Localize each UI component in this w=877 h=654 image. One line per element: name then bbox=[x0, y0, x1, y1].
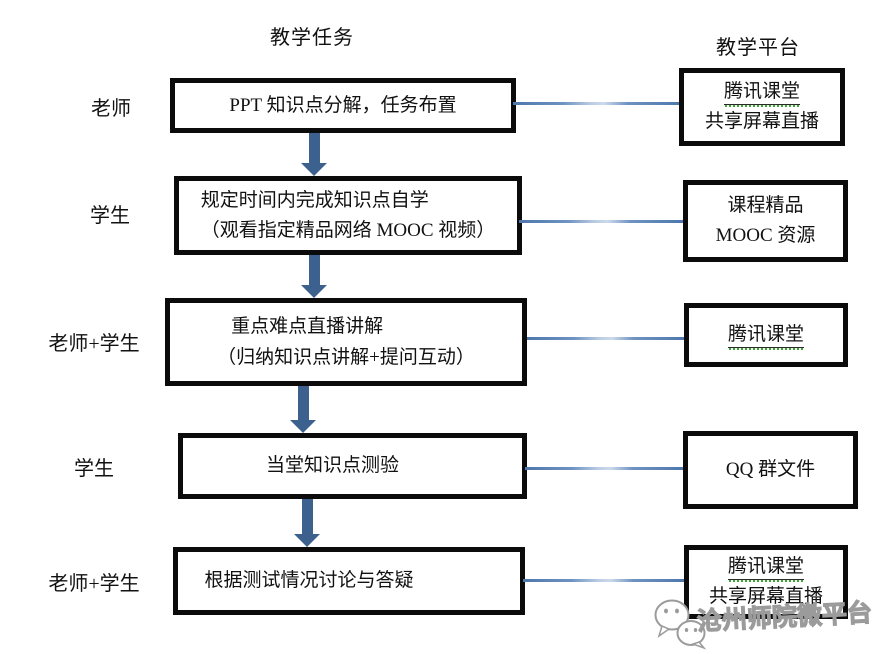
task-box: PPT 知识点分解，任务布置 bbox=[170, 78, 516, 133]
connector-line bbox=[519, 220, 683, 223]
task-box-text: PPT 知识点分解，任务布置 bbox=[229, 94, 457, 116]
platform-box: QQ 群文件 bbox=[683, 431, 858, 509]
flow-arrow bbox=[294, 499, 320, 547]
platform-box: 腾讯课堂 共享屏幕直播 bbox=[679, 68, 845, 146]
platform-box-text: 课程精品 bbox=[727, 195, 804, 216]
platform-box: 腾讯课堂 共享屏幕直播 bbox=[684, 545, 848, 619]
arrow-head bbox=[301, 285, 327, 298]
task-box-text: 重点难点直播讲解 bbox=[231, 316, 384, 337]
platform-box-text: 共享屏幕直播 bbox=[704, 111, 819, 132]
task-box: 当堂知识点测验 bbox=[178, 433, 527, 499]
platform-box: 课程精品 MOOC 资源 bbox=[683, 180, 848, 262]
platform-box-text: MOOC 资源 bbox=[715, 225, 816, 246]
actor-label: 老师+学生 bbox=[48, 573, 140, 595]
column-header-tasks: 教学任务 bbox=[270, 27, 354, 49]
platform-link-underlined: 腾讯课堂 bbox=[727, 324, 804, 350]
arrow-head bbox=[301, 163, 327, 176]
watermark-text: 沧州师院微平台 bbox=[696, 599, 873, 636]
platform-link-underlined: 腾讯课堂 bbox=[727, 556, 804, 582]
task-box-text: （归纳知识点讲解+提问互动） bbox=[217, 347, 475, 368]
task-box-text: 规定时间内完成知识点自学 bbox=[200, 189, 429, 211]
column-header-platforms: 教学平台 bbox=[716, 37, 800, 59]
task-box: 规定时间内完成知识点自学 （观看指定精品网络 MOOC 视频） bbox=[174, 176, 522, 255]
task-box: 根据测试情况讨论与答疑 bbox=[173, 547, 525, 615]
wechat-icon bbox=[652, 596, 710, 654]
task-box-text: 根据测试情况讨论与答疑 bbox=[204, 570, 414, 591]
actor-label: 老师 bbox=[91, 98, 131, 120]
task-box-text: （观看指定精品网络 MOOC 视频） bbox=[200, 219, 496, 241]
actor-label: 学生 bbox=[74, 458, 114, 480]
platform-link-underlined: 腾讯课堂 bbox=[723, 81, 800, 107]
flow-arrow bbox=[301, 255, 327, 298]
connector-line bbox=[513, 102, 681, 105]
connector-line bbox=[523, 579, 685, 582]
arrow-stem bbox=[301, 499, 313, 534]
flow-arrow bbox=[290, 386, 316, 433]
connector-line bbox=[525, 467, 683, 470]
arrow-stem bbox=[308, 133, 320, 163]
actor-label: 学生 bbox=[90, 205, 130, 227]
task-box: 重点难点直播讲解 （归纳知识点讲解+提问互动） bbox=[165, 298, 527, 386]
arrow-stem bbox=[308, 255, 320, 285]
arrow-head bbox=[294, 534, 320, 547]
platform-box: 腾讯课堂 bbox=[684, 303, 848, 367]
platform-box-text: 共享屏幕直播 bbox=[708, 586, 823, 607]
arrow-head bbox=[290, 420, 316, 433]
connector-line bbox=[527, 337, 684, 340]
actor-label: 老师+学生 bbox=[48, 333, 140, 355]
task-box-text: 当堂知识点测验 bbox=[265, 455, 399, 476]
platform-box-text: QQ 群文件 bbox=[725, 459, 816, 480]
arrow-stem bbox=[297, 386, 309, 420]
flow-arrow bbox=[301, 133, 327, 176]
